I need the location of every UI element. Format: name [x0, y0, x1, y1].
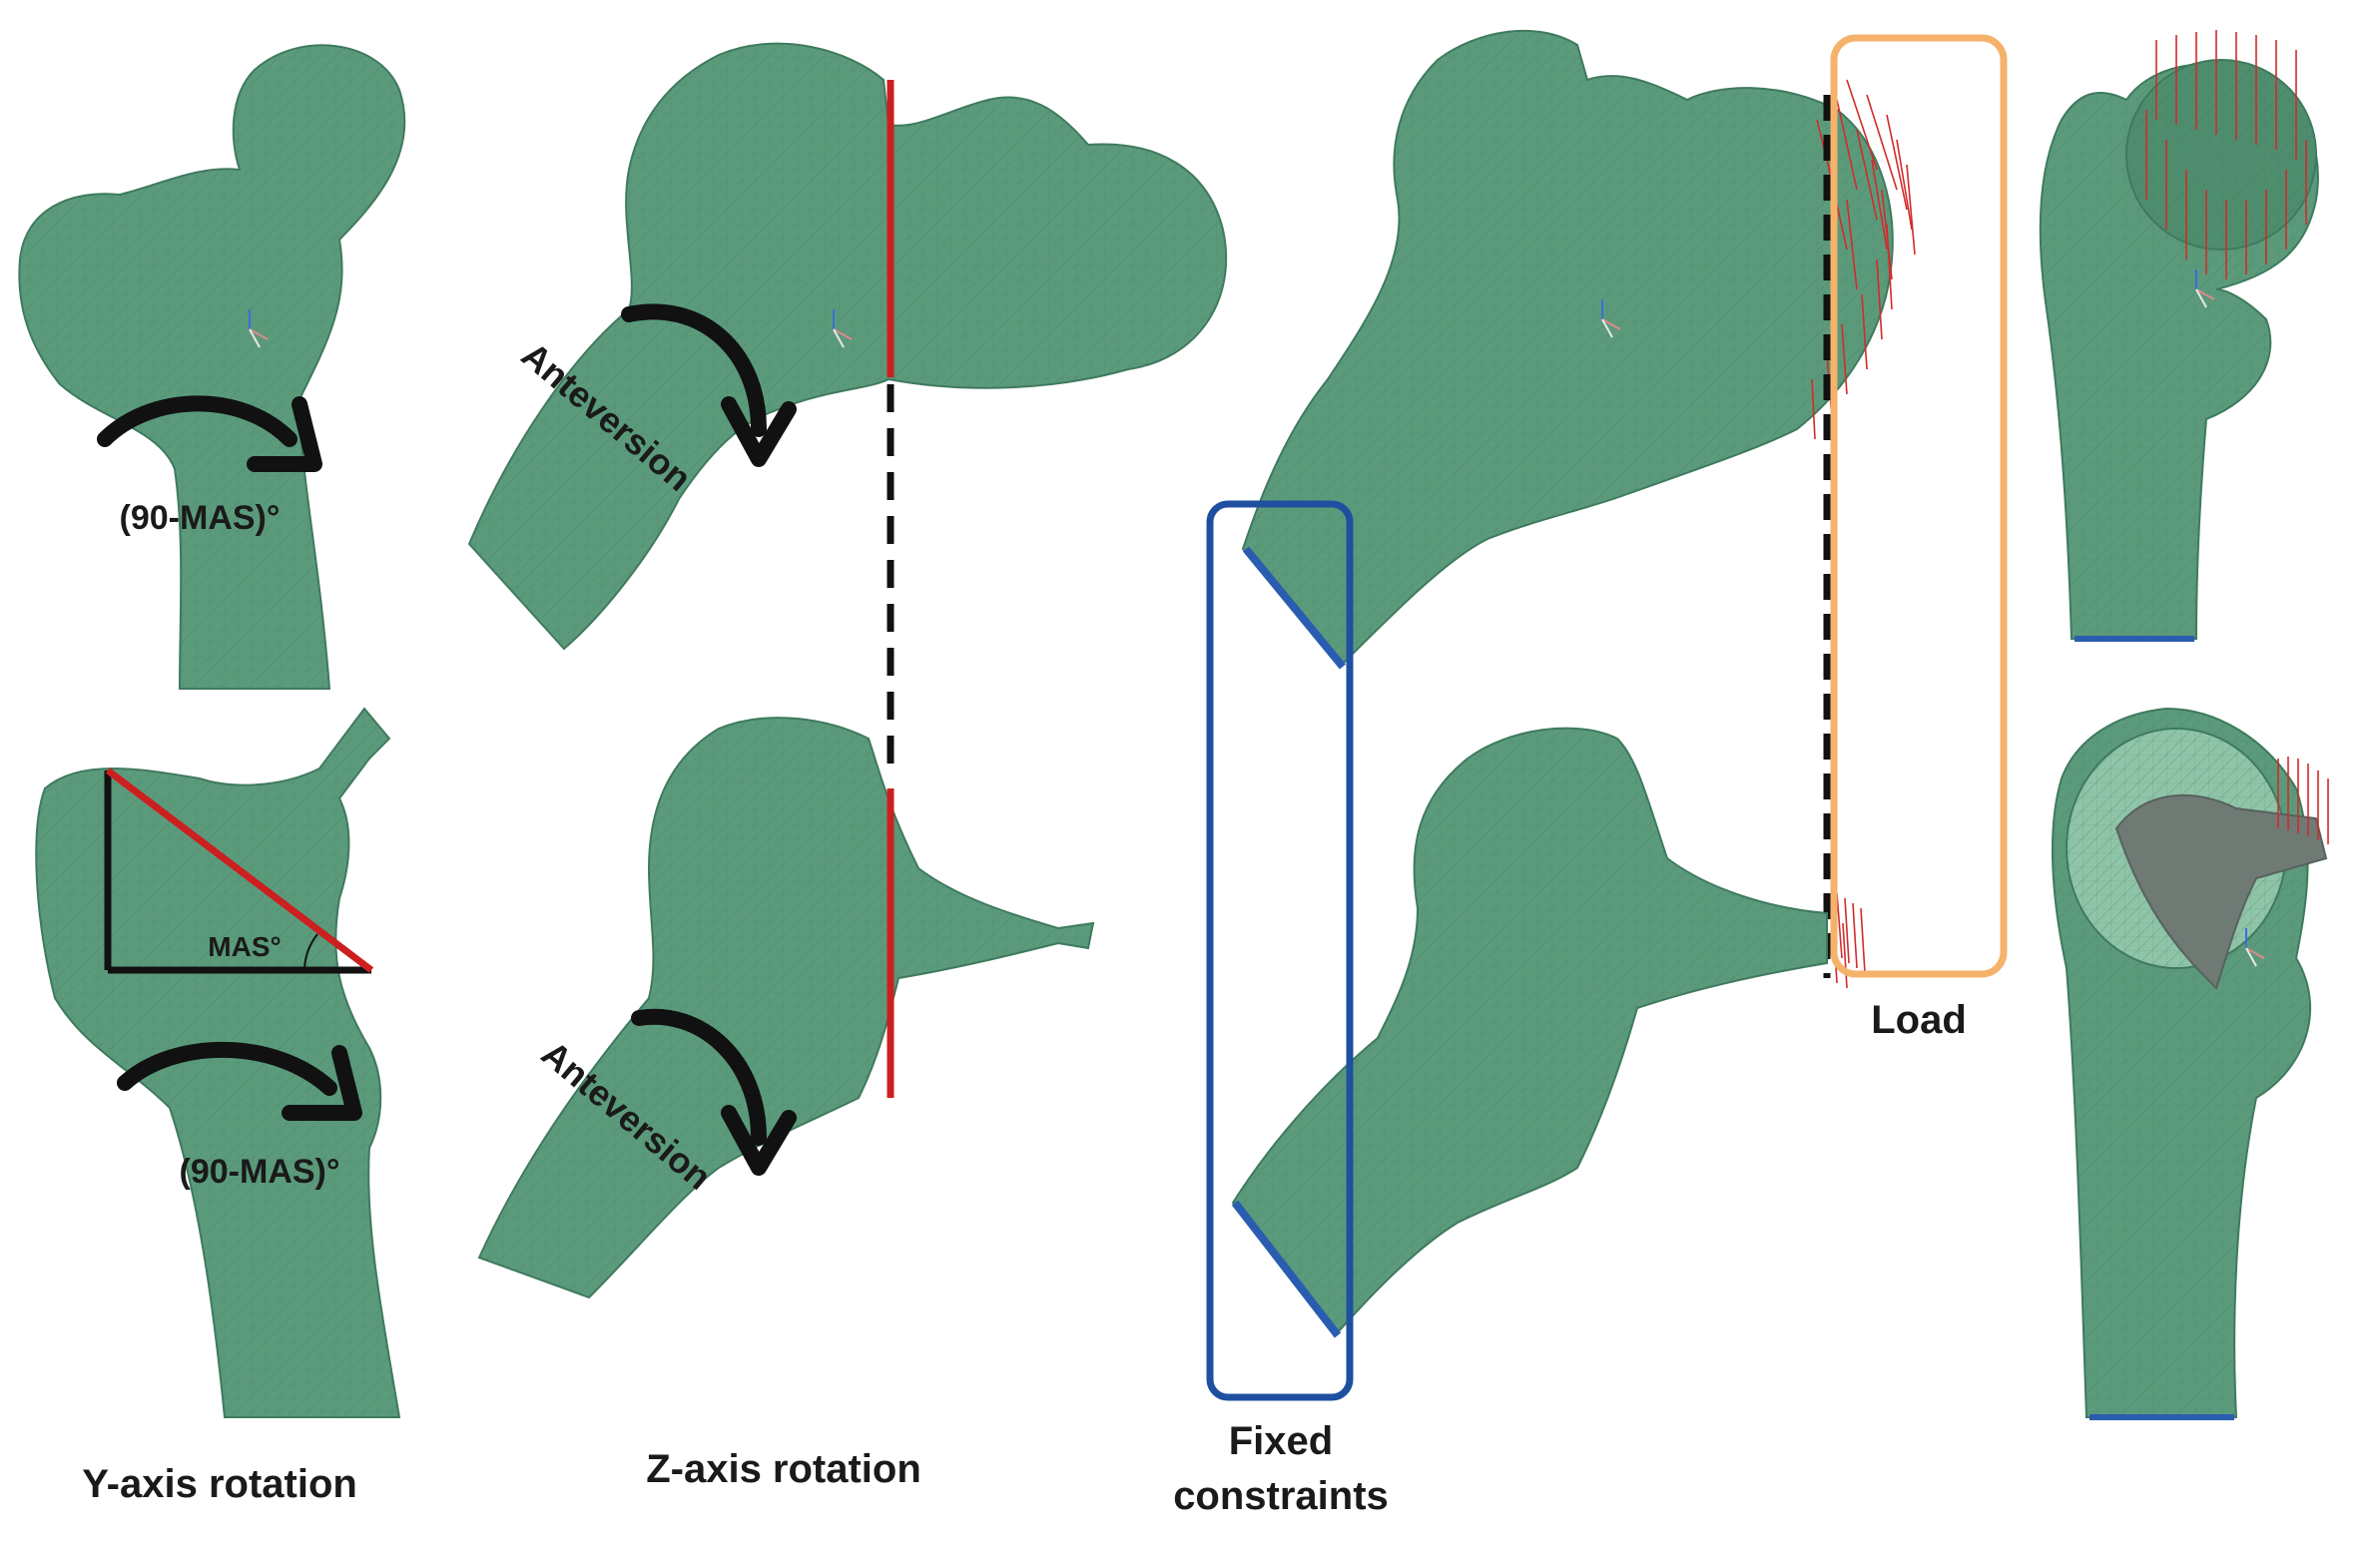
coordinate-axes-icons [249, 269, 2265, 967]
caption-y-axis-rotation: Y-axis rotation [82, 1462, 357, 1506]
mas-triangle [104, 768, 374, 974]
femur-y-rotation-top [18, 44, 406, 690]
rotation-angle-label-bottom: (90-MAS)° [180, 1153, 340, 1191]
rotation-arrow-top [97, 395, 322, 472]
load-box [1830, 34, 2008, 978]
femur-front-view-bottom [2051, 707, 2328, 1420]
femur-z-rotation-bottom [477, 717, 1095, 1299]
femur-z-rotation-top [467, 42, 1228, 651]
caption-fixed-constraints-line1: Fixed [1229, 1419, 1333, 1463]
femur-boundary-bottom [1231, 727, 1828, 1338]
caption-fixed-constraints-line2: constraints [1173, 1474, 1389, 1518]
load-arrows-front-top [2145, 30, 2307, 279]
load-arrows-front-bottom [2277, 757, 2329, 844]
anteversion-arrow-top [621, 303, 797, 467]
rotation-angle-label-top: (90-MAS)° [120, 499, 281, 537]
fixed-constraints-box [1206, 500, 1354, 1401]
caption-z-axis-rotation: Z-axis rotation [646, 1447, 921, 1491]
femur-front-view-top [2039, 59, 2319, 642]
anteversion-arrow-bottom [631, 1008, 797, 1176]
femur-boundary-top [1241, 29, 1894, 670]
mas-angle-label: MAS° [208, 931, 281, 962]
rotation-arrow-bottom [117, 1041, 362, 1121]
caption-load: Load [1871, 998, 1967, 1042]
